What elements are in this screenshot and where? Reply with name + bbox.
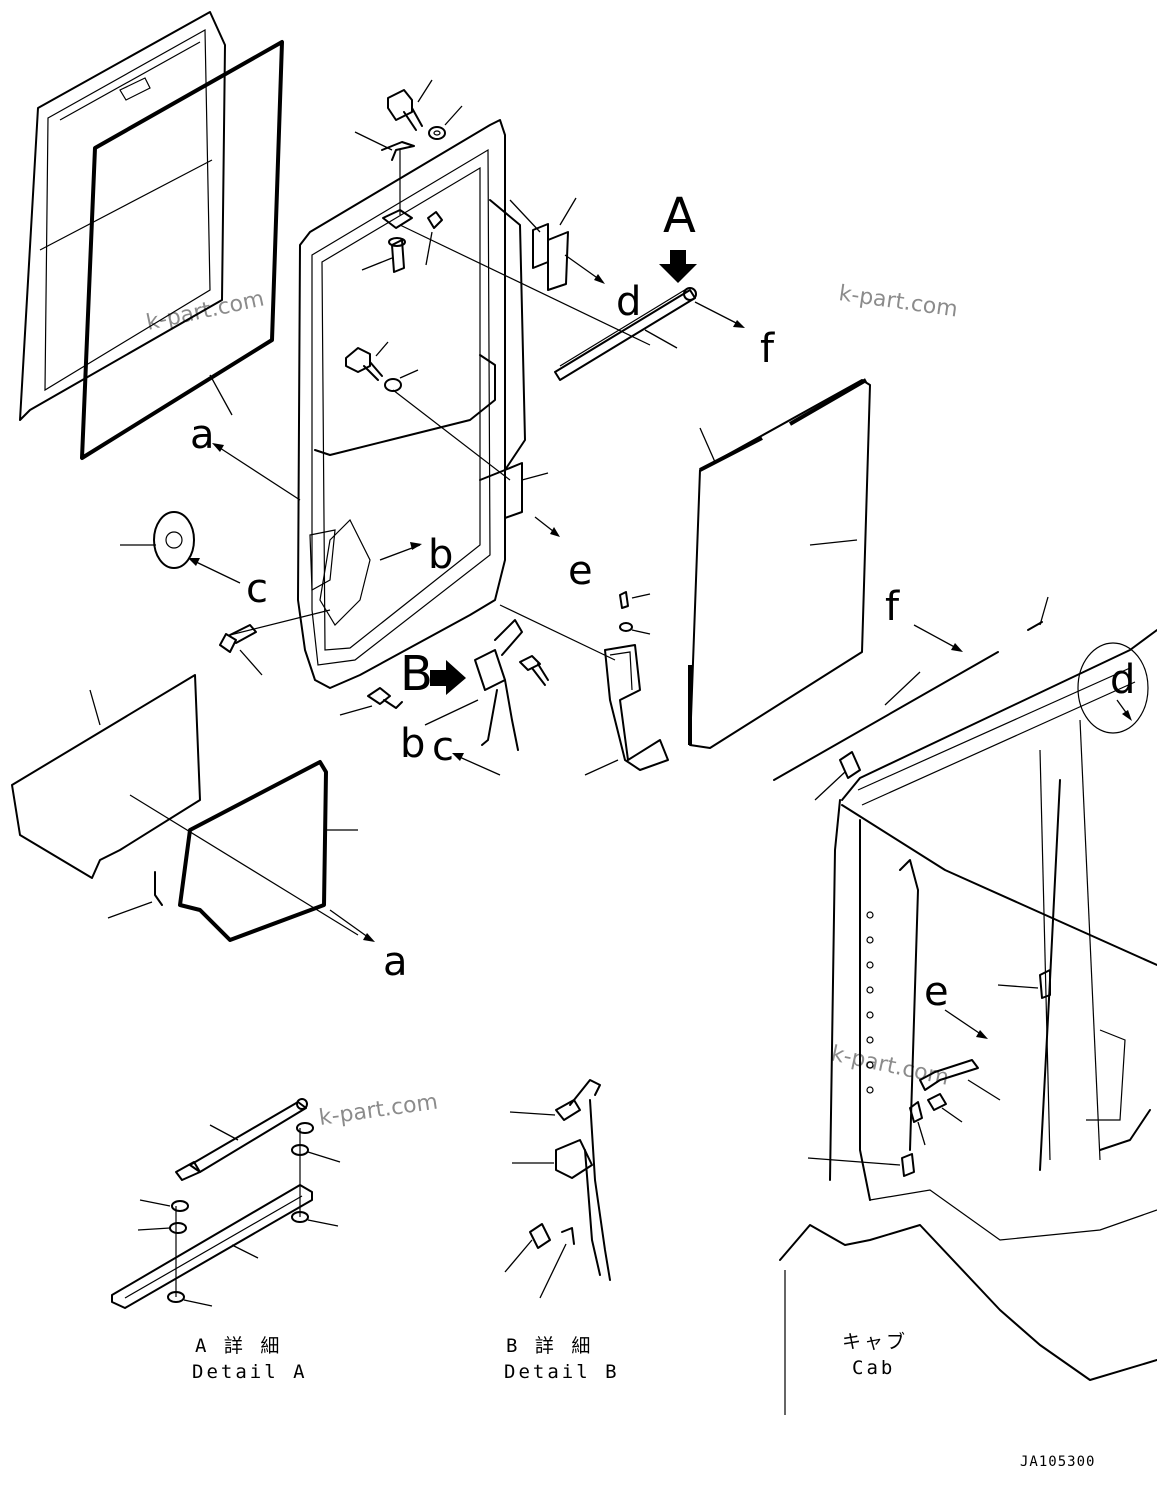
handle-bracket (584, 591, 669, 776)
gas-strut (554, 287, 697, 381)
leader-arrows (188, 254, 1132, 1039)
callout-f-cab: f (885, 584, 900, 630)
callout-f: f (760, 326, 775, 372)
detail-b-drawing (504, 1079, 611, 1299)
callout-d: d (616, 279, 641, 325)
glass-pane-right (688, 378, 871, 749)
detail-a-caption-jp: A 詳 細 (195, 1335, 282, 1357)
window-glass-seal (80, 40, 284, 460)
bolt-lock (519, 655, 549, 686)
washer-top (428, 105, 463, 140)
cab-caption-jp: キャブ (842, 1330, 908, 1353)
callout-A: A (663, 188, 696, 244)
callout-B: B (400, 646, 433, 702)
bolt-top (387, 79, 433, 131)
bolt-middle (345, 341, 419, 392)
lower-door-panel (11, 674, 201, 879)
watermark: k-part.com (144, 287, 266, 336)
bolt-lower-left (219, 624, 263, 676)
lock-plate (120, 511, 195, 569)
callout-a-lower: a (383, 939, 408, 985)
hinge-bracket-lower (504, 462, 549, 519)
watermark: k-part.com (829, 1041, 951, 1090)
callout-b: b (428, 532, 453, 578)
detail-b-caption-en: Detail B (504, 1361, 620, 1383)
hinge-bracket-upper (509, 197, 577, 291)
cab-caption-en: Cab (852, 1357, 895, 1379)
hinge-pin (361, 209, 413, 273)
detail-b-caption-jp: B 詳 細 (506, 1335, 593, 1357)
cab-hinge-pin (997, 969, 1051, 999)
lower-seal (178, 760, 358, 942)
door-rod (773, 651, 999, 781)
bolt-bottom (339, 687, 403, 716)
callout-c: c (246, 566, 268, 612)
callout-e-cab: e (924, 969, 949, 1015)
pin-clip (354, 131, 415, 215)
lock-assembly (424, 604, 616, 751)
nut-top (425, 211, 443, 266)
watermark: k-part.com (317, 1090, 439, 1131)
door-frame (297, 119, 526, 689)
callout-d-cab: d (1110, 657, 1135, 703)
detail-a-caption-en: Detail A (192, 1361, 308, 1383)
detail-a-drawing (111, 1098, 341, 1309)
cab-structure (779, 629, 1157, 1415)
cab-bolt (807, 1059, 1001, 1177)
arrow-A (659, 250, 697, 283)
callout-a: a (190, 412, 215, 458)
arrow-B (430, 660, 466, 695)
callout-e: e (568, 548, 593, 594)
callout-b-lower: b (400, 721, 425, 767)
outer-window-frame (19, 11, 226, 421)
drawing-code: JA105300 (1020, 1454, 1095, 1470)
rod-clip-lower (107, 871, 163, 919)
watermark: k-part.com (837, 281, 959, 322)
cab-fitting (814, 596, 1049, 801)
callout-c-lower: c (432, 724, 454, 770)
